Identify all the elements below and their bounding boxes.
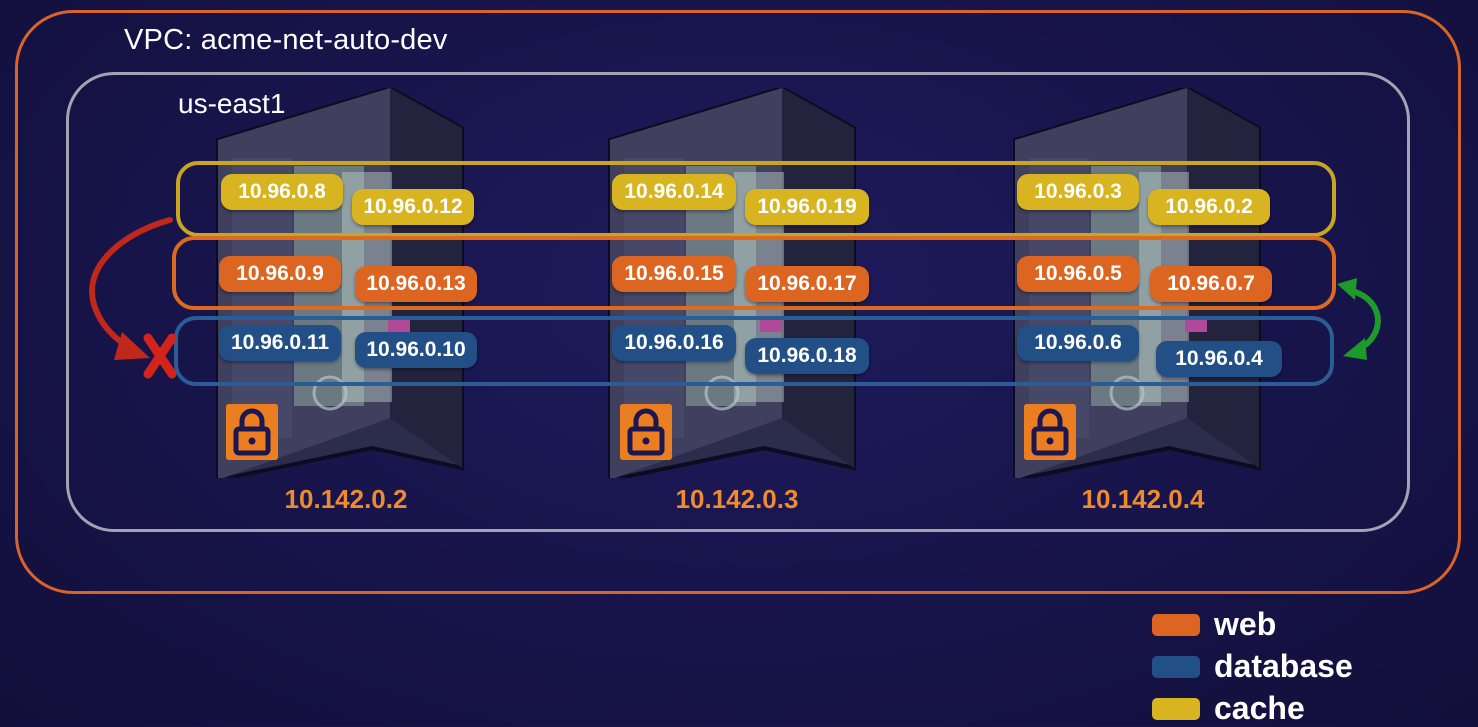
- region-boundary: [66, 72, 1410, 532]
- web-pod: 10.96.0.9: [219, 256, 341, 292]
- database-pod: 10.96.0.18: [745, 338, 869, 374]
- vpc-label: VPC: acme-net-auto-dev: [124, 24, 448, 56]
- host-ip-label: 10.142.0.3: [675, 484, 799, 514]
- bidirectional-arrow-icon: [1337, 278, 1381, 360]
- region-label: us-east1: [178, 88, 286, 119]
- lock-icon: [620, 404, 672, 460]
- cache-pod: 10.96.0.12: [352, 189, 474, 225]
- web-pod: 10.96.0.7: [1150, 266, 1272, 302]
- host-ip-label: 10.142.0.4: [1081, 484, 1205, 514]
- cache-pod: 10.96.0.19: [745, 189, 869, 225]
- lock-icon: [226, 404, 278, 460]
- database-pod: 10.96.0.10: [355, 332, 477, 368]
- legend-swatch-cache: [1152, 698, 1200, 720]
- legend-swatch-database: [1152, 656, 1200, 678]
- blocked-x-icon: [89, 217, 177, 379]
- database-pod: 10.96.0.11: [219, 325, 341, 361]
- web-pod: 10.96.0.5: [1017, 256, 1139, 292]
- cache-pod: 10.96.0.8: [221, 174, 343, 210]
- cache-pod: 10.96.0.14: [612, 174, 736, 210]
- lock-icon: [1024, 404, 1076, 460]
- cache-tier-band: [176, 161, 1336, 237]
- database-pod: 10.96.0.4: [1156, 341, 1282, 377]
- legend-label-web: web: [1214, 606, 1277, 642]
- cache-pod: 10.96.0.2: [1148, 189, 1270, 225]
- database-tier-band: [174, 316, 1334, 386]
- web-tier-band: [172, 236, 1336, 310]
- legend-label-cache: cache: [1214, 690, 1305, 726]
- database-pod: 10.96.0.16: [612, 325, 736, 361]
- web-pod: 10.96.0.15: [612, 256, 736, 292]
- cache-pod: 10.96.0.3: [1017, 174, 1139, 210]
- web-pod: 10.96.0.17: [745, 266, 869, 302]
- vpc-boundary: [15, 10, 1461, 594]
- database-pod: 10.96.0.6: [1017, 325, 1139, 361]
- legend-label-database: database: [1214, 648, 1353, 684]
- host-ip-label: 10.142.0.2: [284, 484, 408, 514]
- legend-swatch-web: [1152, 614, 1200, 636]
- web-pod: 10.96.0.13: [355, 266, 477, 302]
